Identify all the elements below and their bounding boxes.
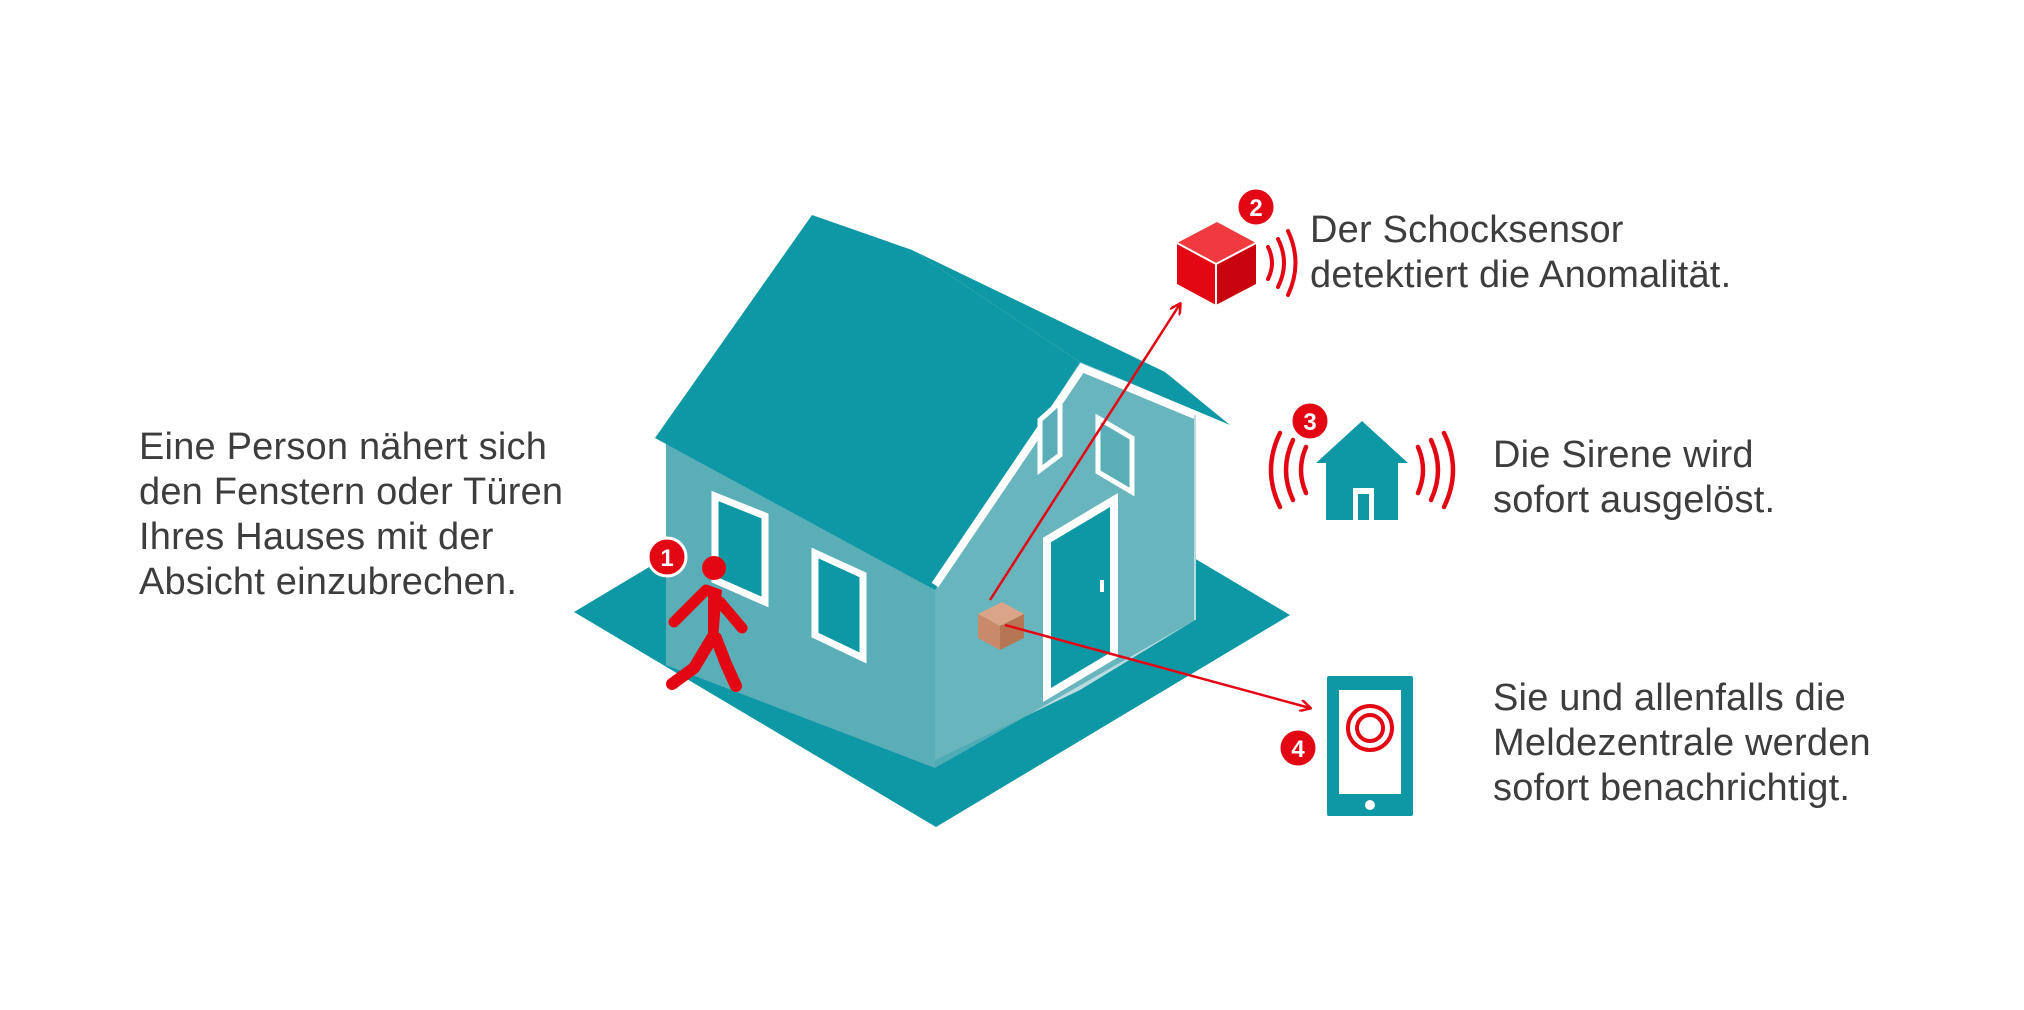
svg-text:3: 3 [1303,409,1316,436]
step-badge-1: 1 [646,536,688,578]
walking-person-icon [666,556,748,692]
caption-line: Der Schocksensor [1310,209,1624,251]
step-2-caption: Der Schocksensor detektiert die Anomalit… [1310,208,1731,298]
front-window-2 [811,547,867,664]
caption-line: Die Sirene wird [1493,434,1754,476]
house-gable-outline [931,363,1197,588]
step-badge-4: 4 [1277,727,1319,769]
svg-text:1: 1 [660,545,673,572]
caption-line: den Fenstern oder Türen [139,471,564,513]
siren-waves-left-icon [1268,430,1309,510]
step-4-caption: Sie und allenfalls die Meldezentrale wer… [1493,676,1871,811]
caption-line: Absicht einzubrechen. [139,561,518,603]
caption-line: sofort ausgelöst. [1493,479,1776,521]
caption-line: Meldezentrale werden [1493,722,1871,764]
step-badge-2: 2 [1235,186,1277,228]
caption-line: sofort benachrichtigt. [1493,767,1851,809]
vibration-waves-icon [1266,229,1298,297]
caption-line: detektiert die Anomalität. [1310,254,1732,296]
step-badge-3: 3 [1289,400,1331,442]
house-sensor-icon [978,602,1024,650]
step-3-caption: Die Sirene wird sofort ausgelöst. [1493,433,1775,523]
house-roof-ridge [912,250,1230,425]
gable-window-2 [1095,413,1135,497]
shock-sensor-cube-icon [1176,222,1257,305]
caption-line: Sie und allenfalls die [1493,677,1846,719]
gable-window-1 [1037,396,1063,475]
svg-text:2: 2 [1249,195,1262,222]
house-roof [655,215,1080,590]
front-window-1 [711,490,769,608]
caption-line: Ihres Hauses mit der [139,516,494,558]
siren-waves-right-icon [1415,430,1456,510]
siren-house-icon [1316,421,1408,520]
smartphone-alarm-icon [1327,676,1413,816]
svg-text:4: 4 [1291,736,1305,763]
arrow-to-phone [1004,623,1310,708]
step-1-caption: Eine Person nähert sich den Fenstern ode… [139,425,563,605]
caption-line: Eine Person nähert sich [139,426,548,468]
arrow-to-sensor [988,304,1180,601]
